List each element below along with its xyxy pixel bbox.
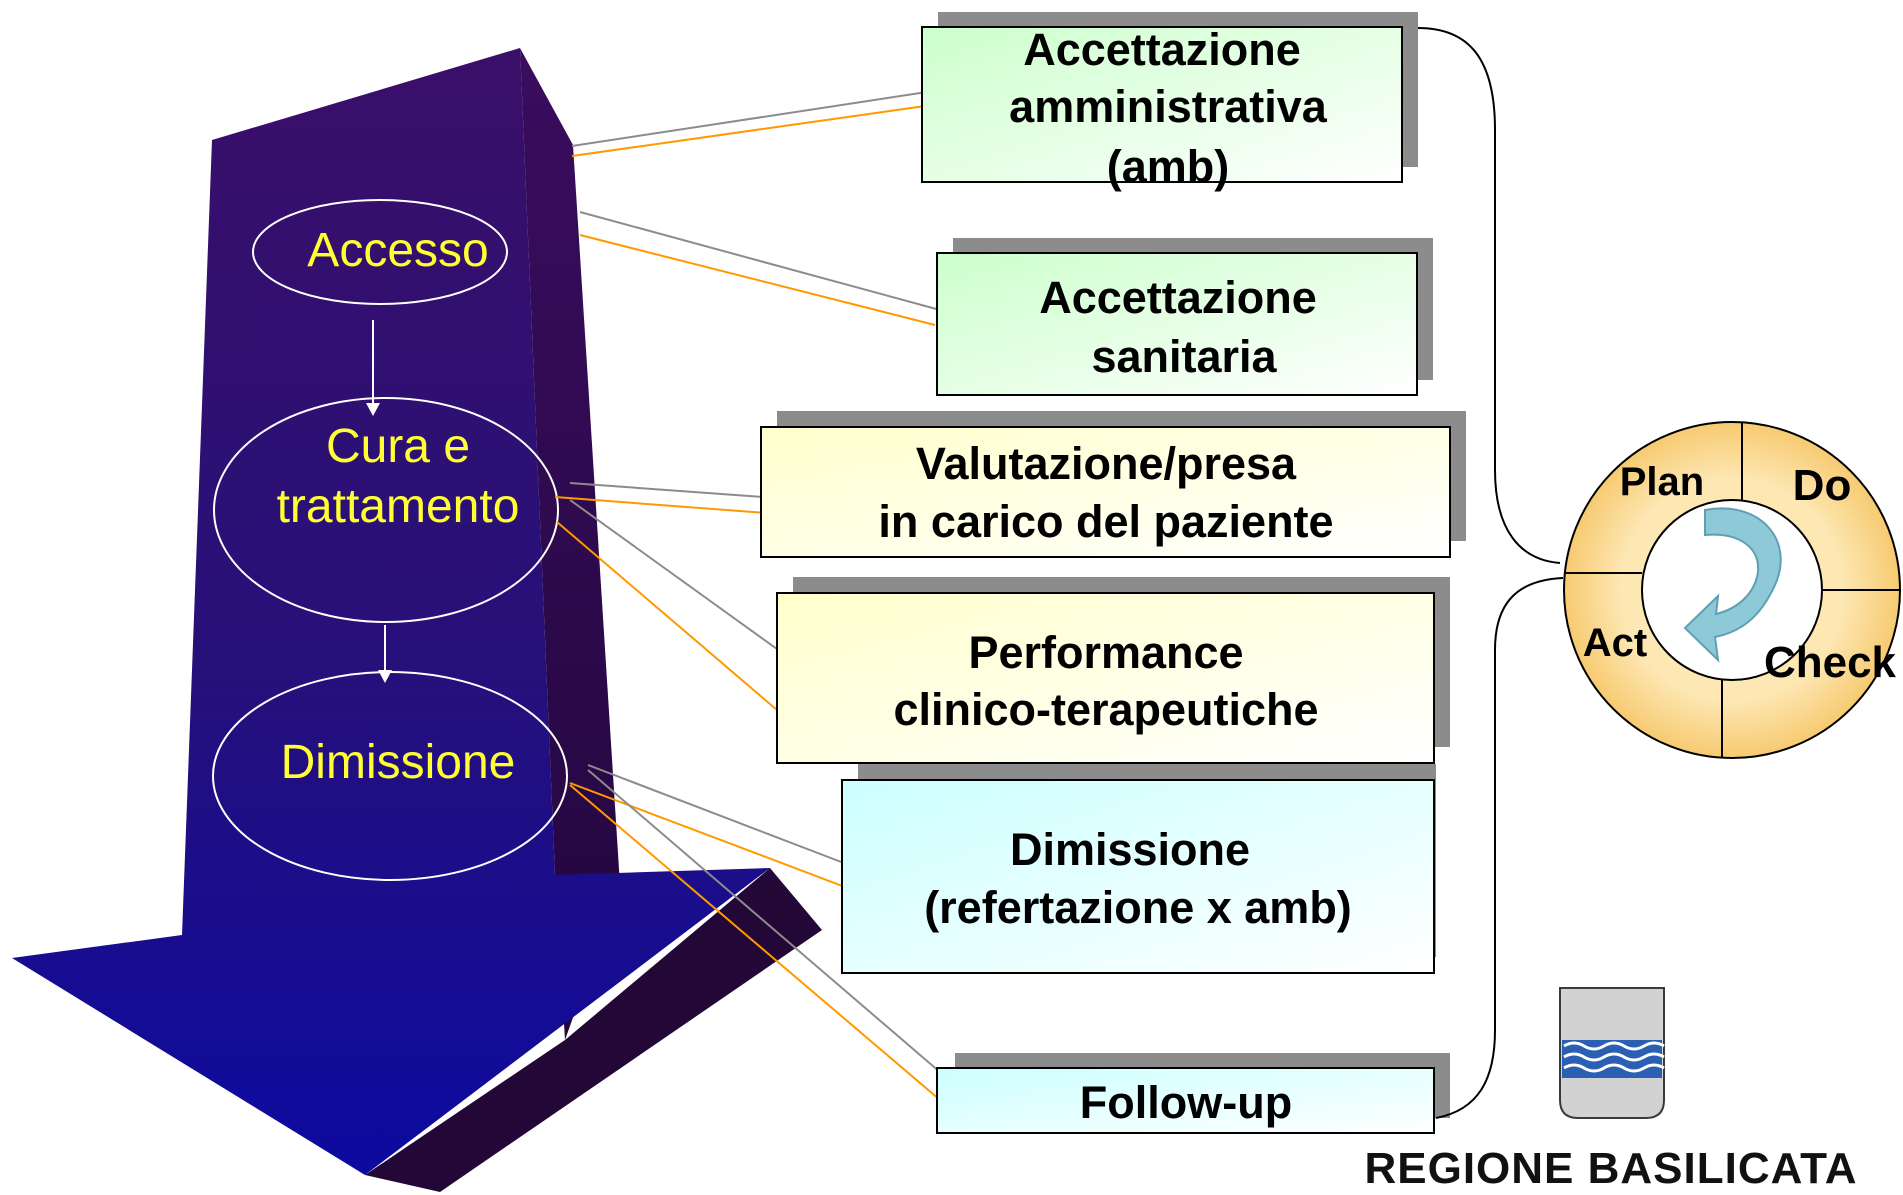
box-accettazione-sanitaria-line-1: Accettazione [1039, 272, 1317, 323]
step-cura: Cura e trattamento [213, 397, 559, 623]
pdca-cycle: Plan Do Act Check [1563, 421, 1901, 759]
regione-basilicata-text: REGIONE BASILICATA [1364, 1144, 1857, 1193]
step-dimissione-label: Dimissione [281, 736, 516, 789]
box-dimissione: Dimissione (refertazione x amb) [841, 764, 1436, 974]
pdca-do-label: Do [1793, 461, 1852, 510]
box-valutazione-line-1: Valutazione/presa [916, 438, 1297, 489]
flow-arrow-front [12, 48, 770, 1175]
box-dimissione-line-2: (refertazione x amb) [924, 882, 1352, 933]
waves-icon [1563, 1041, 1665, 1073]
box-accettazione-amministrativa-line-2: amministrativa [1009, 81, 1328, 132]
pdca-check-label: Check [1764, 638, 1897, 687]
box-connectors [554, 89, 956, 1101]
step-cura-label-2: trattamento [277, 480, 520, 533]
box-dimissione-line-1: Dimissione [1010, 824, 1250, 875]
pdca-brackets [1417, 27, 1564, 1119]
arrowhead-icon [366, 403, 380, 416]
step-cura-label-1: Cura e [326, 420, 470, 473]
box-followup: Follow-up [936, 1053, 1450, 1134]
flow-connectors [366, 320, 392, 683]
pdca-plan-label: Plan [1620, 460, 1704, 504]
cycle-arrow-icon [1683, 507, 1782, 663]
arrowhead-icon [378, 670, 392, 683]
step-accesso-label: Accesso [307, 224, 488, 277]
box-accettazione-amministrativa-line-3: (amb) [1107, 141, 1230, 192]
step-dimissione: Dimissione [212, 671, 568, 881]
box-accettazione-sanitaria-line-2: sanitaria [1091, 331, 1277, 382]
box-performance: Performance clinico-terapeutiche [776, 577, 1450, 764]
box-accettazione-sanitaria: Accettazione sanitaria [936, 238, 1433, 396]
regione-basilicata-logo: REGIONE BASILICATA [1364, 987, 1857, 1193]
box-performance-line-1: Performance [968, 627, 1243, 678]
box-accettazione-amministrativa-line-1: Accettazione [1023, 24, 1301, 75]
flow-arrow-head-side [365, 868, 822, 1192]
box-valutazione-line-2: in carico del paziente [878, 496, 1333, 547]
box-valutazione: Valutazione/presa in carico del paziente [760, 411, 1466, 558]
box-performance-line-2: clinico-terapeutiche [893, 684, 1318, 735]
box-followup-line-1: Follow-up [1080, 1077, 1292, 1128]
step-accesso: Accesso [252, 199, 508, 305]
box-accettazione-amministrativa: Accettazione amministrativa (amb) [921, 12, 1418, 192]
pdca-act-label: Act [1583, 621, 1647, 665]
